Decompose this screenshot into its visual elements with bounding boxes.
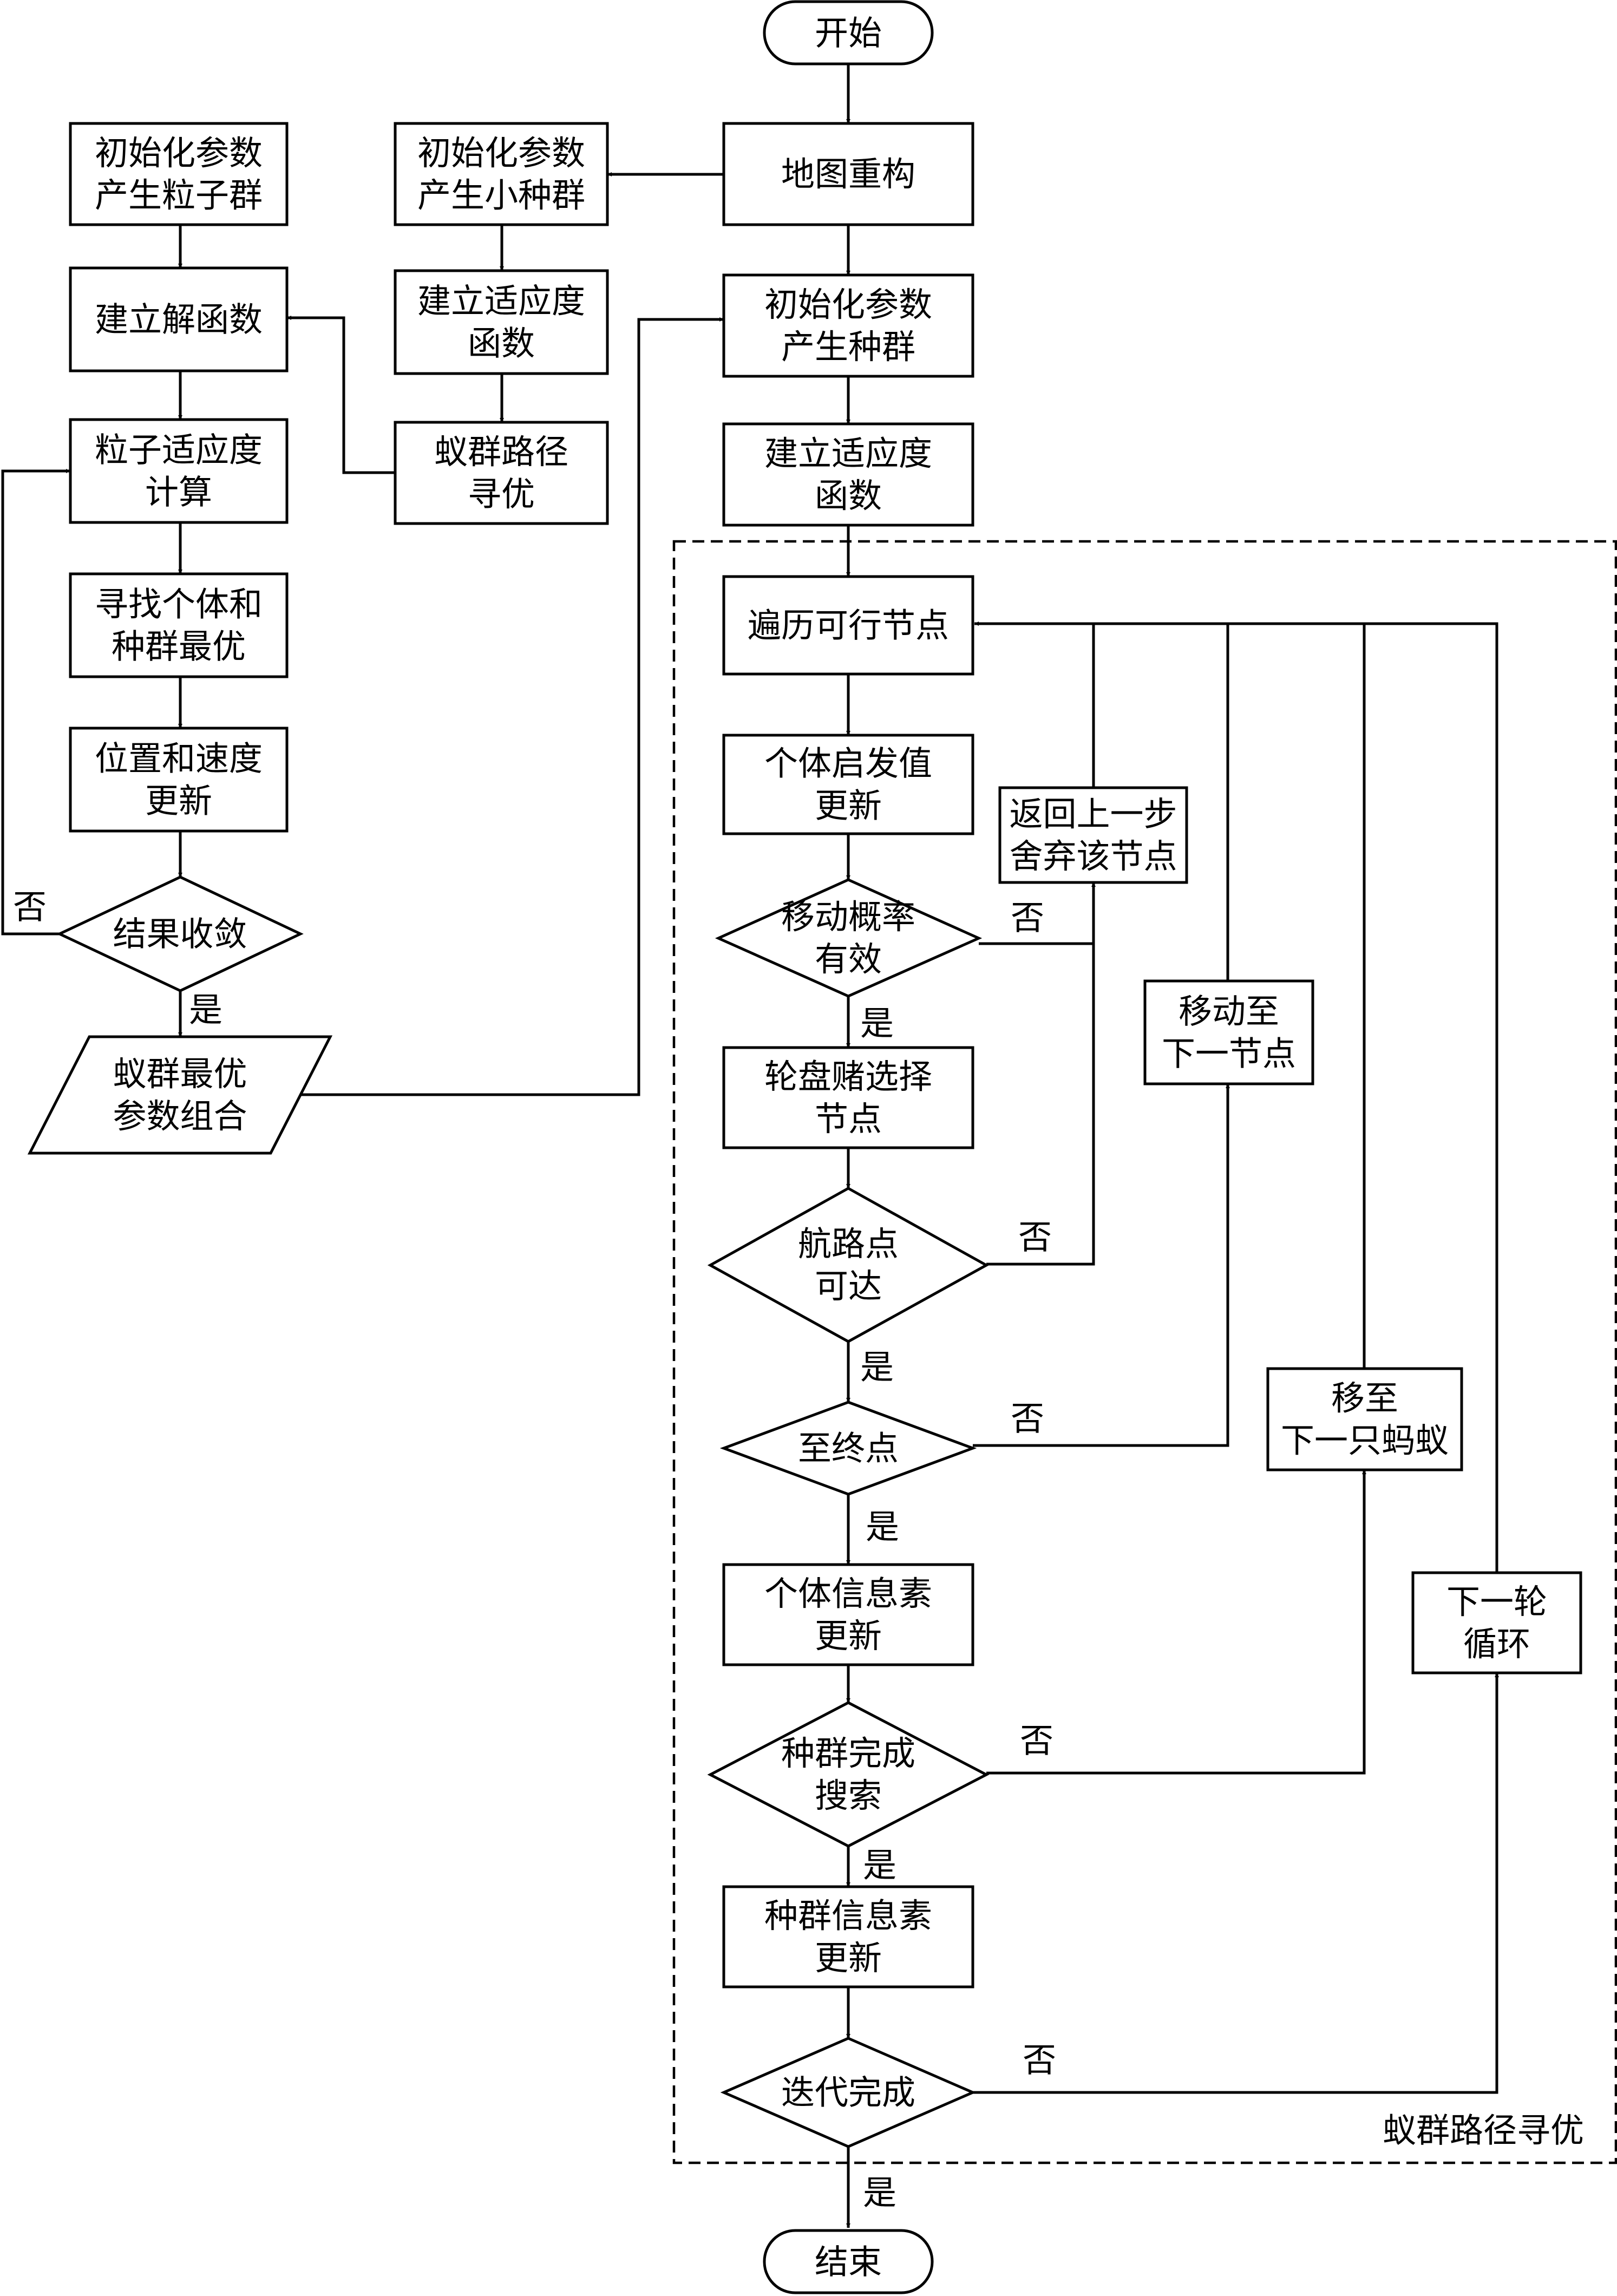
find-best-label-line: 寻找个体和	[95, 585, 263, 624]
best-params-label-line: 参数组合	[113, 1096, 247, 1136]
roulette-select-label-line: 节点	[815, 1099, 882, 1139]
waypoint-reachable-label-line: 航路点	[798, 1224, 899, 1264]
converged-label-line: 结果收敛	[113, 914, 247, 954]
edge-label-yes: 是	[860, 1347, 894, 1387]
particle-fitness-label-line: 计算	[145, 473, 212, 512]
process-aco-search-sub: 蚁群路径寻优	[394, 421, 609, 525]
pheromone-population-label-line: 更新	[815, 1938, 882, 1978]
edge-label-no: 否	[1011, 898, 1044, 938]
map-rebuild-label-line: 地图重构	[781, 154, 915, 194]
edge-label-no: 否	[1018, 1218, 1052, 1257]
find-best-label-line: 种群最优	[112, 627, 246, 666]
edge-labels: 否 是 否 是 否 是 否 是 否 是 否 是	[13, 887, 1056, 2213]
heuristic-update-label-line: 个体启发值	[764, 744, 932, 783]
roulette-select-label-line: 轮盘赌选择	[764, 1057, 932, 1096]
heuristic-update-label-line: 更新	[815, 786, 882, 826]
init-population-label-line: 产生种群	[781, 327, 915, 367]
edge-label-yes: 是	[860, 1004, 894, 1043]
best-params-label-line: 蚁群最优	[113, 1054, 247, 1094]
reach-end-label-line: 至终点	[798, 1429, 899, 1468]
fitness-function-sub-label-line: 函数	[468, 324, 535, 363]
next-ant-label-line: 下一只蚂蚁	[1281, 1421, 1449, 1460]
aco-group-label: 蚁群路径寻优	[1383, 2111, 1584, 2150]
population-done-label-line: 搜索	[815, 1776, 882, 1815]
waypoint-reachable-label-line: 可达	[815, 1266, 882, 1306]
edge-label-yes: 是	[189, 990, 222, 1030]
next-ant-label-line: 移至	[1331, 1378, 1398, 1418]
update-position-label-line: 位置和速度	[95, 739, 263, 779]
aco-search-sub-label-line: 寻优	[468, 474, 535, 514]
update-position-label-line: 更新	[145, 781, 212, 821]
init-sub-population-label-line: 初始化参数	[417, 133, 585, 173]
init-particles-label-line: 初始化参数	[95, 133, 263, 173]
edge-label-no: 否	[1011, 1399, 1044, 1438]
start-terminal: 开始	[763, 0, 934, 66]
init-particles-label-line: 产生粒子群	[95, 175, 263, 215]
fitness-function-label-line: 函数	[815, 476, 882, 515]
init-sub-population-label-line: 产生小种群	[417, 175, 585, 215]
edge-label-yes: 是	[866, 1507, 899, 1547]
particle-fitness-label-line: 粒子适应度	[95, 430, 263, 470]
move-next-label-line: 移动至	[1179, 992, 1279, 1031]
aco-group-frame	[672, 540, 1617, 2164]
edge-label-yes: 是	[863, 2173, 896, 2213]
go-back-label-line: 舍弃该节点	[1009, 836, 1177, 876]
pheromone-population-label-line: 种群信息素	[764, 1896, 932, 1935]
move-probability-label-line: 有效	[815, 939, 882, 979]
process-traverse-nodes: 遍历可行节点	[722, 575, 974, 676]
decision-converged: 结果收敛	[56, 875, 304, 992]
edge-label-yes: 是	[863, 1846, 896, 1885]
process-build-solution: 建立解函数	[69, 266, 289, 372]
init-population-label-line: 初始化参数	[764, 285, 932, 324]
move-next-label-line: 下一节点	[1162, 1034, 1296, 1074]
process-map-rebuild: 地图重构	[722, 122, 974, 226]
edge-label-no: 否	[1023, 2040, 1056, 2080]
fitness-function-label-line: 建立适应度	[764, 434, 932, 473]
decision-reach-end: 至终点	[719, 1401, 977, 1496]
go-back-label-line: 返回上一步	[1009, 794, 1177, 834]
iteration-done-label-line: 迭代完成	[781, 2073, 915, 2112]
end-terminal: 结束	[763, 2229, 934, 2294]
next-round-label-line: 循环	[1463, 1624, 1530, 1664]
decision-iteration-done: 迭代完成	[720, 2037, 977, 2148]
aco-search-sub-label-line: 蚁群路径	[434, 432, 568, 472]
next-round-label-line: 下一轮	[1446, 1582, 1547, 1621]
connectors	[1, 64, 1499, 2228]
traverse-nodes-label-line: 遍历可行节点	[748, 606, 949, 645]
fitness-function-sub-label-line: 建立适应度	[417, 282, 585, 321]
pheromone-individual-label-line: 更新	[815, 1616, 882, 1656]
move-probability-label-line: 移动概率	[781, 897, 915, 937]
end-label: 结束	[815, 2242, 882, 2282]
population-done-label-line: 种群完成	[781, 1734, 915, 1773]
edge-label-no: 否	[13, 887, 47, 927]
start-label: 开始	[815, 14, 882, 53]
pheromone-individual-label-line: 个体信息素	[764, 1574, 932, 1613]
build-solution-label-line: 建立解函数	[95, 300, 263, 339]
edge-label-no: 否	[1020, 1721, 1053, 1761]
